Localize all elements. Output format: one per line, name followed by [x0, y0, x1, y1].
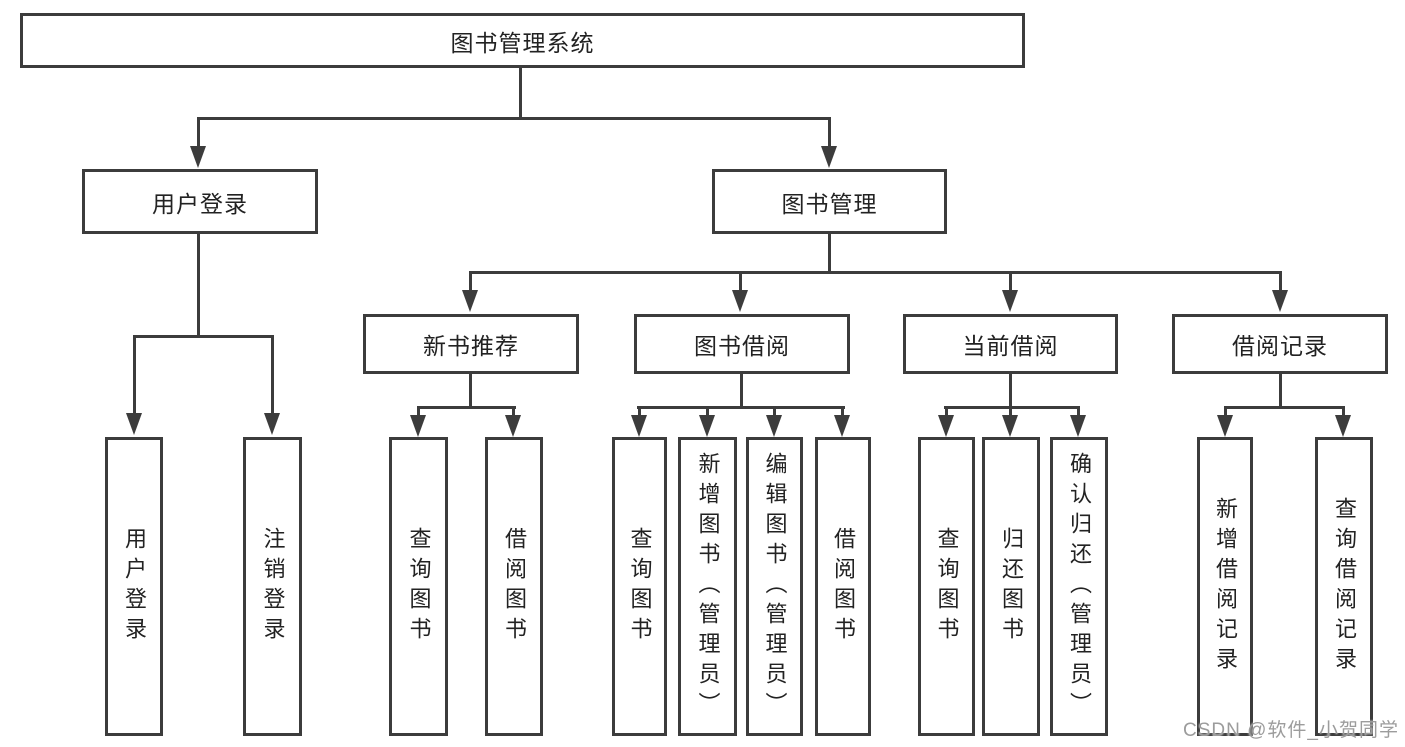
- connector-line: [944, 406, 1080, 409]
- arrow-head: [1002, 415, 1018, 437]
- leaf-return-books: 归还图书: [982, 437, 1040, 736]
- leaf-label: 确认归还（管理员）: [1067, 451, 1092, 722]
- leaf-label: 注销登录: [260, 526, 286, 647]
- connector-line: [417, 406, 420, 418]
- leaf-label: 查询借阅记录: [1332, 496, 1357, 677]
- leaf-label: 查询图书: [934, 526, 960, 647]
- connector-line: [1342, 406, 1345, 418]
- connector-line: [1279, 372, 1282, 408]
- arrow-head: [631, 415, 647, 437]
- arrow-head: [821, 146, 837, 168]
- leaf-label: 用户登录: [122, 526, 147, 647]
- node-user-login: 用户登录: [82, 169, 318, 234]
- csdn-watermark: CSDN @软件_小贺同学: [1183, 720, 1399, 741]
- leaf-query-books-current: 查询图书: [918, 437, 975, 736]
- leaf-label: 借阅图书: [502, 526, 527, 647]
- leaf-query-books-borrow: 查询图书: [612, 437, 667, 736]
- arrow-head: [1217, 415, 1233, 437]
- arrow-head: [1070, 415, 1086, 437]
- leaf-user-login: 用户登录: [105, 437, 163, 736]
- connector-line: [739, 271, 742, 292]
- leaf-query-borrow-record: 查询借阅记录: [1315, 437, 1373, 736]
- connector-line: [773, 406, 776, 418]
- connector-line: [469, 271, 1282, 274]
- node-new-book-recommend: 新书推荐: [363, 314, 579, 374]
- arrow-head: [410, 415, 426, 437]
- arrow-head: [699, 415, 715, 437]
- leaf-label: 查询图书: [627, 526, 653, 647]
- node-current-borrow: 当前借阅: [903, 314, 1118, 374]
- node-book-borrow: 图书借阅: [634, 314, 850, 374]
- leaf-label: 归还图书: [999, 526, 1024, 647]
- arrow-head: [834, 415, 850, 437]
- connector-line: [945, 406, 948, 418]
- leaf-label: 编辑图书（管理员）: [762, 451, 788, 722]
- connector-line: [133, 335, 274, 338]
- leaf-borrow-books-recommend: 借阅图书: [485, 437, 543, 736]
- connector-line: [706, 406, 709, 418]
- arrow-head: [1272, 290, 1288, 312]
- leaf-edit-books-admin: 编辑图书（管理员）: [746, 437, 803, 736]
- connector-line: [197, 232, 200, 337]
- connector-line: [1009, 372, 1012, 408]
- arrow-head: [505, 415, 521, 437]
- connector-line: [469, 271, 472, 292]
- connector-line: [271, 335, 274, 415]
- leaf-query-books-recommend: 查询图书: [389, 437, 448, 736]
- arrow-head: [126, 413, 142, 435]
- arrow-head: [766, 415, 782, 437]
- connector-line: [197, 117, 831, 120]
- leaf-label: 查询图书: [406, 526, 432, 647]
- connector-line: [1077, 406, 1080, 418]
- leaf-add-borrow-record: 新增借阅记录: [1197, 437, 1253, 736]
- node-borrow-records: 借阅记录: [1172, 314, 1388, 374]
- connector-line: [841, 406, 844, 418]
- leaf-borrow-books: 借阅图书: [815, 437, 871, 736]
- arrow-head: [1002, 290, 1018, 312]
- connector-line: [638, 406, 641, 418]
- arrow-head: [190, 146, 206, 168]
- connector-line: [1009, 271, 1012, 292]
- arrow-head: [1335, 415, 1351, 437]
- connector-line: [512, 406, 515, 418]
- connector-line: [1224, 406, 1227, 418]
- leaf-logout: 注销登录: [243, 437, 302, 736]
- connector-line: [828, 232, 831, 273]
- arrow-head: [938, 415, 954, 437]
- connector-line: [519, 67, 522, 119]
- connector-line: [197, 117, 200, 148]
- leaf-confirm-return-admin: 确认归还（管理员）: [1050, 437, 1108, 736]
- connector-line: [740, 372, 743, 408]
- connector-line: [417, 406, 516, 409]
- connector-line: [1279, 271, 1282, 292]
- connector-line: [1224, 406, 1345, 409]
- connector-line: [637, 406, 845, 409]
- arrow-head: [264, 413, 280, 435]
- connector-line: [828, 117, 831, 148]
- connector-line: [469, 372, 472, 408]
- leaf-add-books-admin: 新增图书（管理员）: [678, 437, 737, 736]
- connector-line: [1009, 406, 1012, 418]
- arrow-head: [732, 290, 748, 312]
- connector-line: [133, 335, 136, 415]
- node-root: 图书管理系统: [20, 13, 1025, 68]
- leaf-label: 借阅图书: [831, 526, 856, 647]
- node-book-management: 图书管理: [712, 169, 947, 234]
- leaf-label: 新增图书（管理员）: [695, 451, 721, 722]
- arrow-head: [462, 290, 478, 312]
- leaf-label: 新增借阅记录: [1213, 496, 1238, 677]
